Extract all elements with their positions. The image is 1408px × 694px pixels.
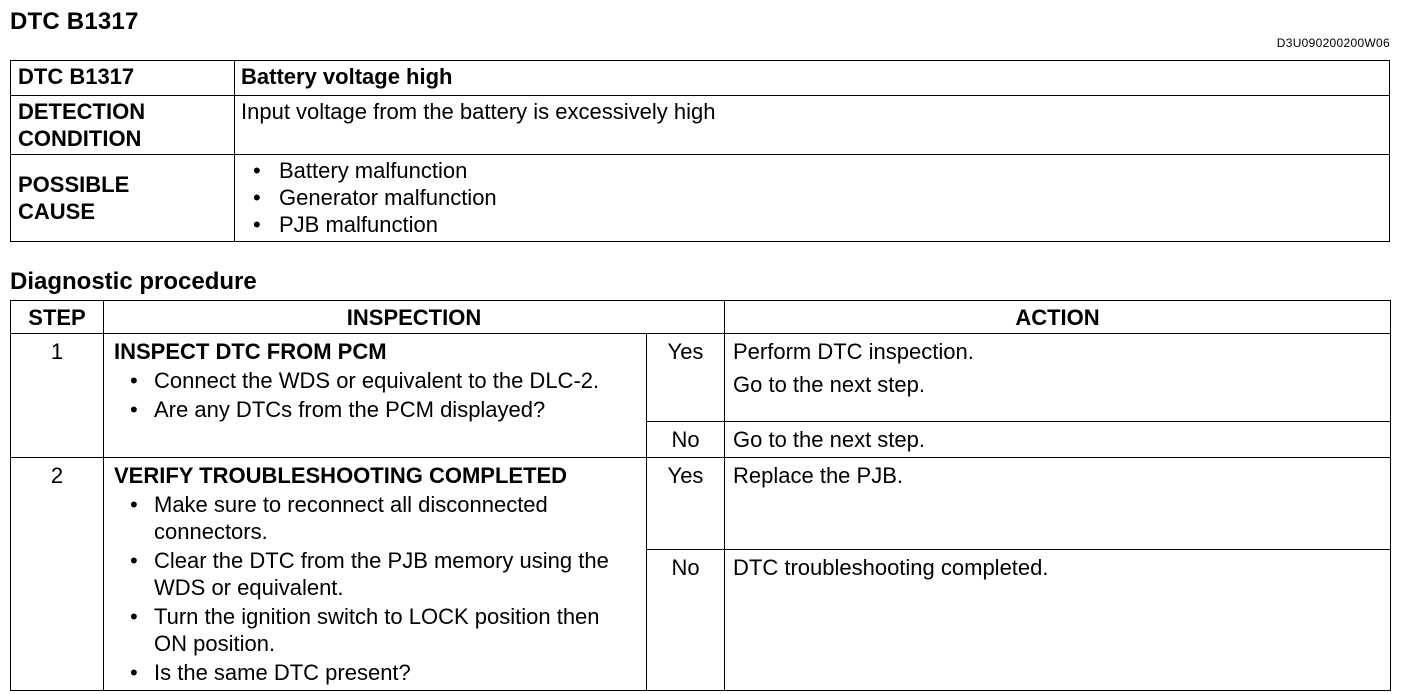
cause-label-line-1: POSSIBLE bbox=[18, 172, 130, 197]
action-column-header: ACTION bbox=[724, 300, 1391, 334]
possible-cause-list: Battery malfunction Generator malfunctio… bbox=[234, 154, 1390, 242]
no-label: No bbox=[646, 548, 725, 692]
cause-label-line-2: CAUSE bbox=[18, 199, 96, 224]
dtc-row: DTC B1317 Battery voltage high bbox=[10, 60, 1390, 96]
inspection-title: VERIFY TROUBLESHOOTING COMPLETED bbox=[114, 463, 568, 488]
no-label: No bbox=[646, 421, 725, 458]
action-text: Perform DTC inspection. bbox=[733, 339, 974, 364]
page-title: DTC B1317 bbox=[10, 8, 139, 35]
dtc-description: Battery voltage high bbox=[234, 60, 1390, 96]
inspection-column-header: INSPECTION bbox=[103, 300, 725, 334]
yes-label: Yes bbox=[646, 457, 725, 550]
step-1-no-row: No Go to the next step. bbox=[11, 421, 1391, 458]
possible-cause-row: POSSIBLE CAUSE Battery malfunction Gener… bbox=[10, 154, 1390, 242]
inspection-item: Make sure to reconnect all disconnected … bbox=[114, 491, 636, 545]
step-number: 1 bbox=[10, 333, 104, 458]
inspection-item: Clear the DTC from the PJB memory using … bbox=[114, 547, 636, 601]
possible-cause-label: POSSIBLE CAUSE bbox=[10, 154, 235, 242]
detection-row: DETECTION CONDITION Input voltage from t… bbox=[10, 95, 1390, 155]
yes-label: Yes bbox=[646, 333, 725, 422]
dtc-info-table: DTC B1317 Battery voltage high DETECTION… bbox=[10, 60, 1390, 242]
action-text: Go to the next step. bbox=[733, 372, 926, 397]
no-action: DTC troubleshooting completed. bbox=[724, 548, 1391, 692]
yes-action: Replace the PJB. bbox=[724, 457, 1391, 550]
procedure-header-row: STEP INSPECTION ACTION bbox=[10, 300, 1391, 334]
document-code: D3U090200200W06 bbox=[1276, 36, 1390, 50]
dtc-label: DTC B1317 bbox=[10, 60, 235, 96]
diagnostic-procedure-heading: Diagnostic procedure bbox=[10, 268, 257, 295]
inspection-item: Turn the ignition switch to LOCK positio… bbox=[114, 603, 636, 657]
step-number: 2 bbox=[10, 457, 104, 691]
detection-label-line-2: CONDITION bbox=[18, 126, 142, 151]
detection-condition-label: DETECTION CONDITION bbox=[10, 95, 235, 155]
inspection-title: INSPECT DTC FROM PCM bbox=[114, 339, 387, 364]
step-inspection: INSPECT DTC FROM PCM Connect the WDS or … bbox=[103, 333, 647, 458]
no-action: Go to the next step. bbox=[724, 421, 1391, 458]
inspection-item: Is the same DTC present? bbox=[114, 659, 636, 686]
cause-item: Generator malfunction bbox=[241, 184, 1383, 211]
action-text: DTC troubleshooting completed. bbox=[733, 554, 1049, 580]
step-2-no-row: No DTC troubleshooting completed. bbox=[11, 548, 1391, 692]
inspection-item: Are any DTCs from the PCM displayed? bbox=[114, 396, 636, 423]
yes-action: Perform DTC inspection. Go to the next s… bbox=[724, 333, 1391, 422]
cause-item: Battery malfunction bbox=[241, 157, 1383, 184]
detection-condition-value: Input voltage from the battery is excess… bbox=[234, 95, 1390, 155]
step-column-header: STEP bbox=[10, 300, 104, 334]
detection-label-line-1: DETECTION bbox=[18, 99, 146, 124]
action-text: Go to the next step. bbox=[733, 427, 926, 452]
action-text: Replace the PJB. bbox=[733, 463, 903, 488]
step-2-yes-row: 2 VERIFY TROUBLESHOOTING COMPLETED Make … bbox=[10, 457, 1391, 691]
cause-item: PJB malfunction bbox=[241, 211, 1383, 238]
diagnostic-procedure-table: STEP INSPECTION ACTION 1 INSPECT DTC FRO… bbox=[10, 300, 1391, 692]
step-1-yes-row: 1 INSPECT DTC FROM PCM Connect the WDS o… bbox=[10, 333, 1391, 458]
inspection-item: Connect the WDS or equivalent to the DLC… bbox=[114, 367, 636, 394]
step-inspection: VERIFY TROUBLESHOOTING COMPLETED Make su… bbox=[103, 457, 647, 691]
